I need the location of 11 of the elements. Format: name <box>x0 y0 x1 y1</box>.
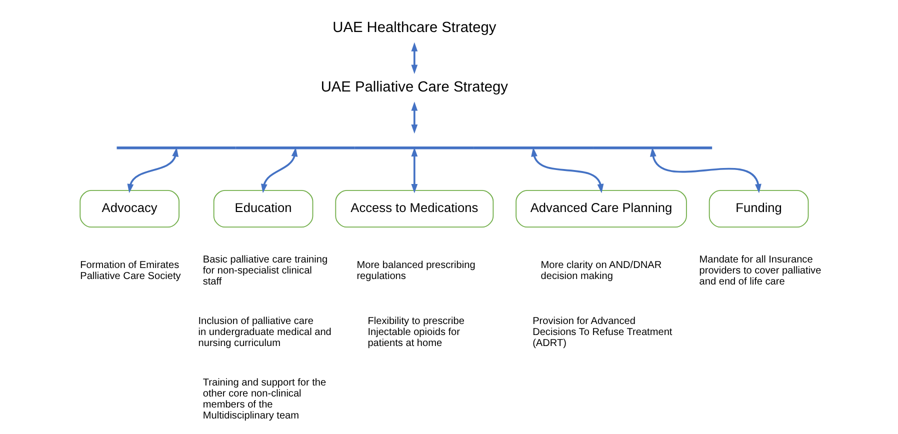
node-text: UAE Palliative Care Strategy <box>320 79 508 96</box>
node-label: Basic palliative care training for non-specialist clinical staff <box>202 254 328 288</box>
node-label: More clarity on AND/DNAR decision making <box>540 260 662 282</box>
node-label: Mandate for all Insurance providers to cover palliative and end of life care <box>699 254 822 288</box>
node-text: UAE Healthcare Strategy <box>332 20 496 36</box>
node-label: More balanced prescribing regulations <box>356 260 476 282</box>
node-label: Flexibility to prescribe Injectable opioids for patients at home <box>368 316 464 349</box>
node-label: Formation of Emirates Palliative Care Society <box>80 260 181 282</box>
node-label: Provision for Advanced Decisions To Refuse Treatment (ADRT) <box>532 316 672 349</box>
node-label: Inclusion of palliative care in undergraduate medical and nursing curriculum <box>198 316 332 349</box>
node-label: Training and support for the other core non-clinical members of the Multidisciplinary team <box>202 377 326 422</box>
